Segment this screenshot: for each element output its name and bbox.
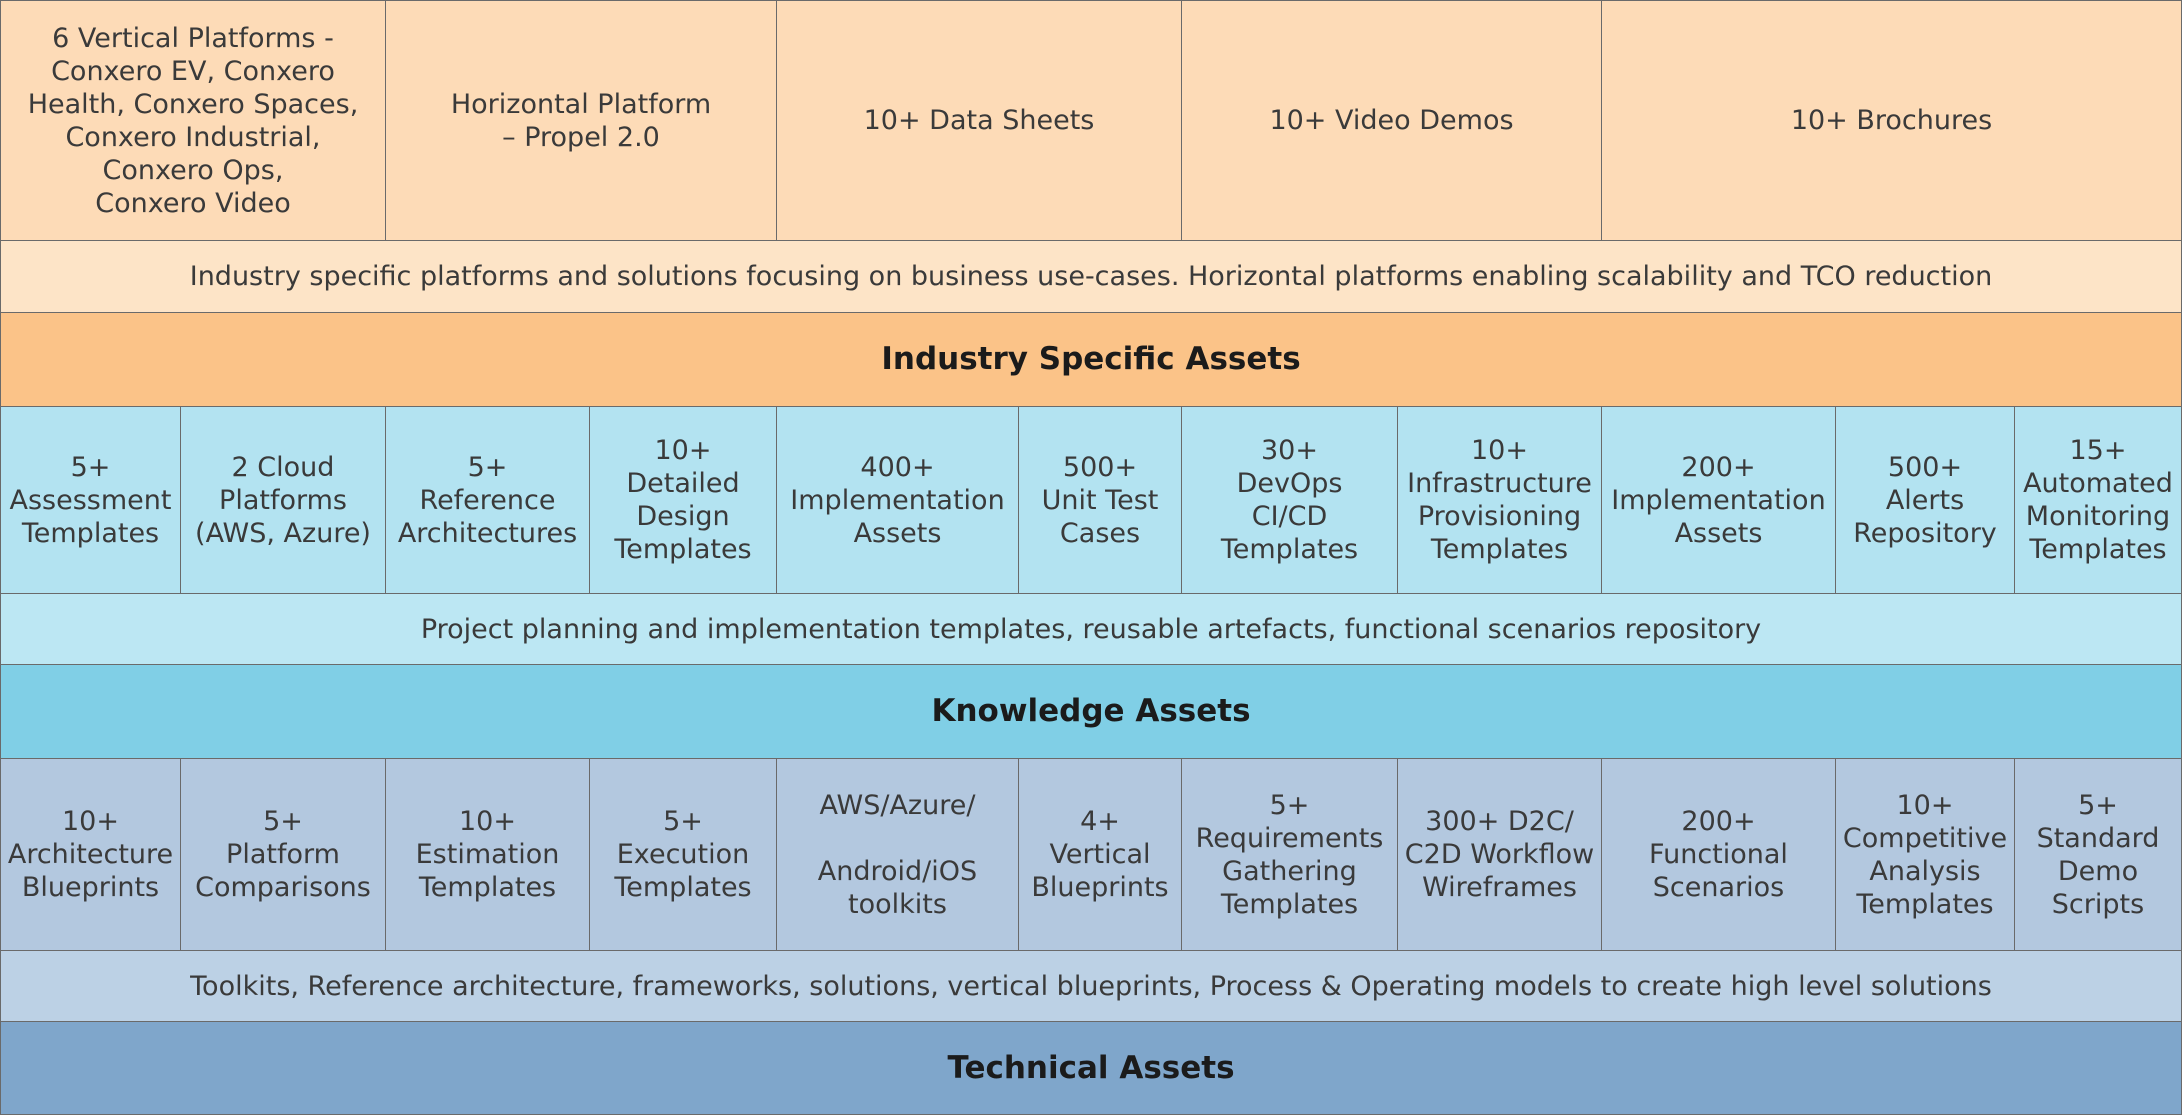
knowledge-item: 5+ Reference Architectures <box>385 406 590 594</box>
horizontal-platform-cell: Horizontal Platform – Propel 2.0 <box>385 0 777 241</box>
technical-item: 4+ Vertical Blueprints <box>1018 758 1182 951</box>
technical-item: 5+ Execution Templates <box>589 758 777 951</box>
knowledge-item: 5+ Assessment Templates <box>0 406 181 594</box>
vertical-platforms-cell: 6 Vertical Platforms - Conxero EV, Conxe… <box>0 0 386 241</box>
technical-item: 200+ Functional Scenarios <box>1601 758 1836 951</box>
data-sheets-cell: 10+ Data Sheets <box>776 0 1182 241</box>
technical-item: 300+ D2C/ C2D Workflow Wireframes <box>1397 758 1602 951</box>
technical-item: 5+ Platform Comparisons <box>180 758 386 951</box>
knowledge-item: 10+ Detailed Design Templates <box>589 406 777 594</box>
knowledge-item: 30+ DevOps CI/CD Templates <box>1181 406 1398 594</box>
industry-assets-title: Industry Specific Assets <box>0 312 2182 407</box>
knowledge-item: 200+ Implementation Assets <box>1601 406 1836 594</box>
technical-item: 10+ Estimation Templates <box>385 758 590 951</box>
technical-description-band: Toolkits, Reference architecture, framew… <box>0 950 2182 1022</box>
video-demos-cell: 10+ Video Demos <box>1181 0 1602 241</box>
knowledge-item: 15+ Automated Monitoring Templates <box>2014 406 2182 594</box>
knowledge-item: 500+ Alerts Repository <box>1835 406 2015 594</box>
technical-item: 10+ Competitive Analysis Templates <box>1835 758 2015 951</box>
knowledge-item: 10+ Infrastructure Provisioning Template… <box>1397 406 1602 594</box>
knowledge-assets-title: Knowledge Assets <box>0 664 2182 759</box>
knowledge-item: 2 Cloud Platforms (AWS, Azure) <box>180 406 386 594</box>
technical-item: 5+ Requirements Gathering Templates <box>1181 758 1398 951</box>
technical-assets-title: Technical Assets <box>0 1021 2182 1115</box>
knowledge-item: 400+ Implementation Assets <box>776 406 1019 594</box>
technical-item: 10+ Architecture Blueprints <box>0 758 181 951</box>
knowledge-description-band: Project planning and implementation temp… <box>0 593 2182 665</box>
brochures-cell: 10+ Brochures <box>1601 0 2182 241</box>
technical-item: 5+ Standard Demo Scripts <box>2014 758 2182 951</box>
technical-item: AWS/Azure/ Android/iOS toolkits <box>776 758 1019 951</box>
industry-description-band: Industry specific platforms and solution… <box>0 240 2182 313</box>
knowledge-item: 500+ Unit Test Cases <box>1018 406 1182 594</box>
